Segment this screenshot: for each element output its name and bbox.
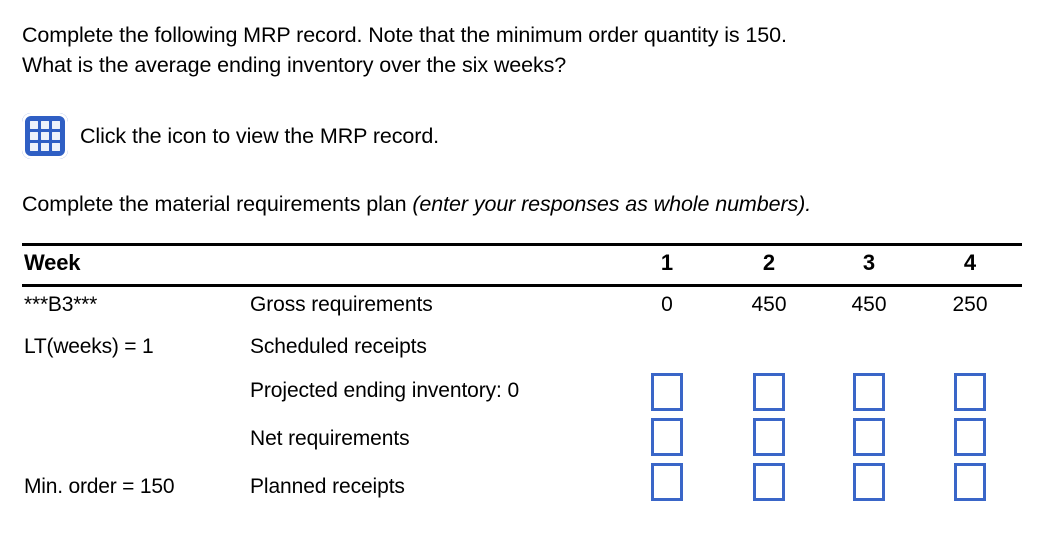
cell-value: 250 — [952, 293, 988, 316]
table-row: Min. order = 150 Planned receipts — [22, 463, 1022, 517]
cell-value: 450 — [851, 293, 887, 316]
grid-cell — [30, 131, 39, 141]
grid-cell — [51, 131, 60, 141]
grid-cell — [40, 142, 50, 151]
question-prompt: Complete the following MRP record. Note … — [22, 20, 1002, 80]
prompt-line-2: What is the average ending inventory ove… — [22, 53, 567, 77]
planned-receipts-week-3-input[interactable] — [853, 463, 885, 501]
grid-table-icon[interactable] — [22, 113, 68, 159]
mrp-table: Week 1 2 3 4 ***B3*** Gross requirements… — [22, 243, 1022, 517]
icon-caption: Click the icon to view the MRP record. — [80, 124, 440, 148]
projected-ending-inventory-week-2-input[interactable] — [753, 373, 785, 411]
grid-cell — [30, 121, 39, 130]
instruction-line: Complete the material requirements plan … — [22, 190, 811, 218]
row-left-label: Min. order = 150 — [24, 475, 175, 498]
row-name-label: Net requirements — [250, 427, 410, 450]
grid-cell — [30, 142, 39, 151]
row-name-label: Gross requirements — [250, 293, 433, 316]
net-requirements-week-2-input[interactable] — [753, 418, 785, 456]
input-cell — [834, 463, 904, 501]
header-week-2: 2 — [762, 250, 776, 275]
table-row: ***B3*** Gross requirements 0 450 450 25… — [22, 287, 1022, 329]
row-left-label: LT(weeks) = 1 — [24, 335, 154, 358]
net-requirements-week-3-input[interactable] — [853, 418, 885, 456]
projected-ending-inventory-week-3-input[interactable] — [853, 373, 885, 411]
input-cell — [632, 463, 702, 501]
grid-cell — [40, 131, 50, 141]
cell-value: 0 — [661, 293, 673, 316]
planned-receipts-week-2-input[interactable] — [753, 463, 785, 501]
input-cell — [632, 418, 702, 456]
header-week-4: 4 — [963, 250, 977, 275]
table-header-rule — [22, 284, 1022, 287]
row-name-label: Scheduled receipts — [250, 335, 427, 358]
instruction-plain: Complete the material requirements plan — [22, 192, 413, 216]
mrp-record-link-row: Click the icon to view the MRP record. — [22, 113, 439, 159]
planned-receipts-week-4-input[interactable] — [954, 463, 986, 501]
input-cell — [734, 373, 804, 411]
input-cell — [632, 373, 702, 411]
input-cell — [834, 418, 904, 456]
row-left-label: ***B3*** — [24, 293, 98, 316]
table-row: Projected ending inventory: 0 — [22, 373, 1022, 421]
row-name-label: Planned receipts — [250, 475, 405, 498]
input-cell — [935, 373, 1005, 411]
grid-cell — [40, 121, 50, 130]
table-top-rule — [22, 243, 1022, 246]
input-cell — [734, 463, 804, 501]
instruction-italic: (enter your responses as whole numbers). — [412, 192, 812, 216]
input-cell — [834, 373, 904, 411]
input-cell — [935, 463, 1005, 501]
header-week-1: 1 — [660, 250, 674, 275]
projected-ending-inventory-week-1-input[interactable] — [651, 373, 683, 411]
cell-value: 450 — [751, 293, 787, 316]
table-row: Net requirements — [22, 418, 1022, 469]
projected-ending-inventory-week-4-input[interactable] — [954, 373, 986, 411]
table-header-row: Week 1 2 3 4 — [22, 246, 1022, 284]
table-row: LT(weeks) = 1 Scheduled receipts — [22, 329, 1022, 373]
input-cell — [734, 418, 804, 456]
prompt-line-1: Complete the following MRP record. Note … — [22, 23, 787, 47]
net-requirements-week-4-input[interactable] — [954, 418, 986, 456]
input-cell — [935, 418, 1005, 456]
grid-cell — [51, 142, 60, 151]
grid-cell — [51, 121, 60, 130]
header-week-label: Week — [24, 250, 81, 275]
row-name-label: Projected ending inventory: 0 — [250, 379, 520, 402]
header-week-3: 3 — [862, 250, 876, 275]
net-requirements-week-1-input[interactable] — [651, 418, 683, 456]
planned-receipts-week-1-input[interactable] — [651, 463, 683, 501]
